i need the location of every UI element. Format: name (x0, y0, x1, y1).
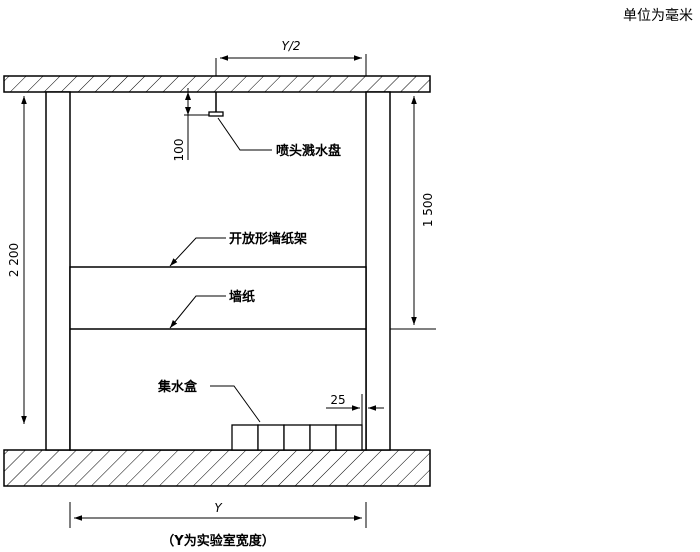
collector-box (257, 424, 285, 451)
collector-leader (210, 385, 261, 423)
wall-frame-label: 开放形墙纸架 (229, 231, 307, 247)
sprinkler-leader (217, 117, 272, 151)
sprinkler-head (208, 92, 224, 117)
collector-box (335, 424, 363, 451)
collector-box (309, 424, 337, 451)
dim-half-width (215, 54, 367, 76)
right-column (365, 91, 391, 451)
dim-width (69, 502, 367, 528)
dim-total-height-label: 2 200 (7, 243, 21, 277)
collector-box (283, 424, 311, 451)
wallpaper-label: 墙纸 (229, 289, 255, 305)
left-column (45, 91, 71, 451)
collector-boxes (231, 424, 363, 451)
sprinkler-label: 喷头溅水盘 (276, 143, 341, 159)
wallpaper-frame (69, 266, 367, 451)
collector-label: 集水盒 (157, 379, 198, 395)
ceiling-slab (3, 75, 431, 93)
dim-gap (326, 394, 384, 425)
wall-frame-leader (169, 237, 226, 267)
dim-gap-label: 25 (330, 393, 345, 407)
caption: （Y为实验室宽度） (161, 533, 274, 549)
dim-sprinkler-to-paper-label: 1 500 (421, 193, 435, 227)
dim-half-width-label: Y/2 (281, 39, 300, 53)
unit-note: 单位为毫米 (623, 7, 693, 24)
wallpaper-leader (169, 295, 226, 329)
dim-sprinkler-offset (184, 88, 209, 160)
floor-slab (3, 449, 431, 487)
dim-sprinkler-to-paper (390, 91, 436, 330)
collector-box (231, 424, 259, 451)
dim-sprinkler-offset-label: 100 (172, 139, 186, 162)
dim-width-label: Y (214, 501, 223, 515)
dim-total-height (20, 91, 46, 424)
